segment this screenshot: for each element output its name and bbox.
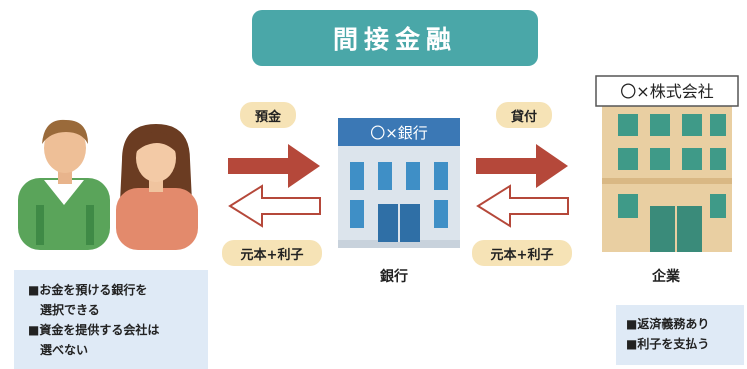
depositor-notes-box: ■お金を預ける銀行を 選択できる ■資金を提供する会社は 選べない [14, 270, 208, 369]
bank-caption: 銀行 [380, 269, 408, 285]
bank-sign-text: 〇×銀行 [370, 124, 428, 142]
repay-arrow-icon [476, 184, 569, 228]
company-building-icon: 〇×株式会社 [595, 75, 739, 252]
depositor-note-line: ■お金を預ける銀行を [28, 283, 148, 297]
repay-label-right-text: 元本+利子 [490, 247, 554, 263]
left-flow-arrows [228, 144, 321, 228]
repay-label-right: 元本+利子 [472, 240, 572, 266]
loan-label-text: 貸付 [510, 109, 537, 125]
loan-arrow-icon [476, 144, 568, 188]
depositors-icon [18, 119, 198, 250]
title-banner: 間接金融 [252, 10, 538, 66]
loan-label: 貸付 [496, 102, 552, 128]
company-caption: 企業 [652, 269, 680, 285]
company-note-line: ■利子を支払う [626, 337, 710, 351]
woman-icon [116, 124, 198, 250]
title-text: 間接金融 [332, 25, 457, 54]
repay-label-left: 元本+利子 [222, 240, 322, 266]
deposit-label-text: 預金 [254, 109, 281, 125]
company-sign-text: 〇×株式会社 [620, 82, 713, 101]
right-flow-arrows [476, 144, 569, 228]
company-note-line: ■返済義務あり [626, 317, 710, 331]
depositor-note-line: ■資金を提供する会社は [28, 323, 160, 337]
man-icon [18, 119, 110, 250]
deposit-label: 預金 [240, 102, 296, 128]
repay-arrow-icon [228, 184, 321, 228]
bank-building-icon: 〇×銀行 [338, 118, 460, 248]
depositor-note-line: 選択できる [28, 303, 100, 317]
repay-label-left-text: 元本+利子 [240, 247, 304, 263]
depositor-note-line: 選べない [28, 343, 89, 357]
company-notes-box: ■返済義務あり ■利子を支払う [616, 305, 744, 365]
deposit-arrow-icon [228, 144, 320, 188]
